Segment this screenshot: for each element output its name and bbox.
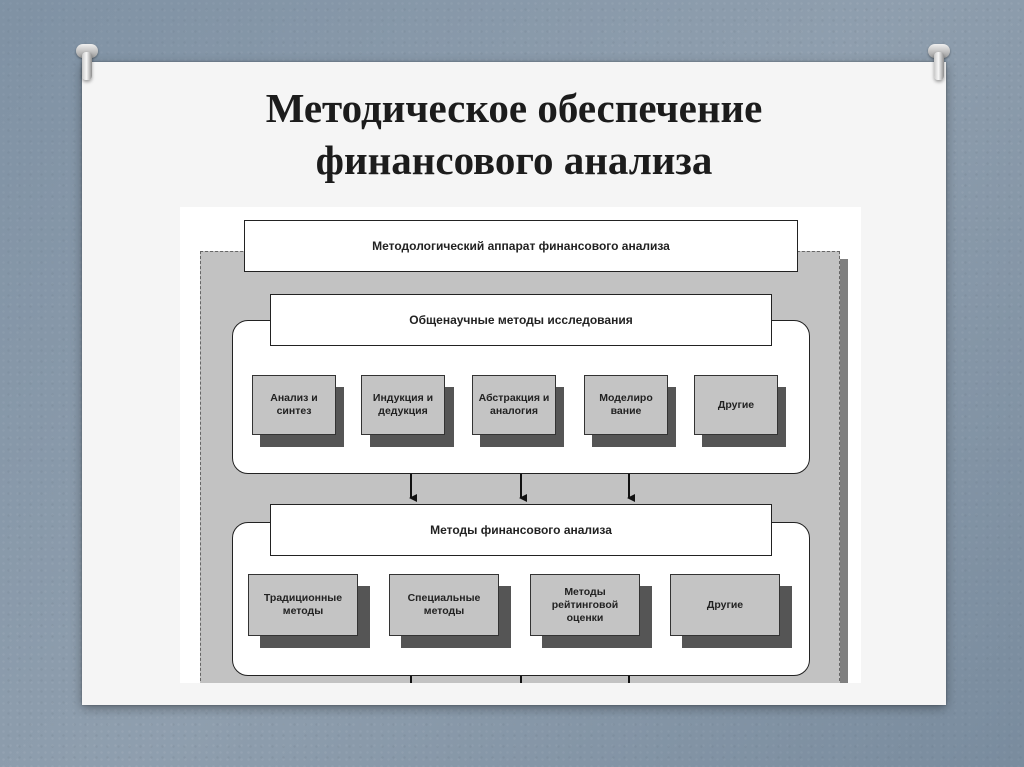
method-node: Моделиро вание [584, 375, 668, 435]
methodology-header: Методологический аппарат финансового ана… [244, 220, 798, 272]
method-node: Индукция и дедукция [361, 375, 445, 435]
method-node: Другие [694, 375, 778, 435]
method-node: Анализ и синтез [252, 375, 336, 435]
financial-methods-header: Методы финансового анализа [270, 504, 772, 556]
pushpin-icon [76, 44, 98, 84]
method-node: Методы рейтинговой оценки [530, 574, 640, 636]
method-node: Абстракция и аналогия [472, 375, 556, 435]
slide-title: Методическое обеспечение финансового ана… [82, 82, 946, 186]
method-node: Специальные методы [389, 574, 499, 636]
method-node: Традиционные методы [248, 574, 358, 636]
methodology-diagram: Методологический аппарат финансового ана… [180, 207, 861, 683]
general-methods-header: Общенаучные методы исследования [270, 294, 772, 346]
slide-title-line1: Методическое обеспечение [265, 85, 763, 131]
connector-arrows [409, 474, 635, 683]
slide-title-line2: финансового анализа [315, 137, 713, 183]
pushpin-icon [928, 44, 950, 84]
method-node: Другие [670, 574, 780, 636]
